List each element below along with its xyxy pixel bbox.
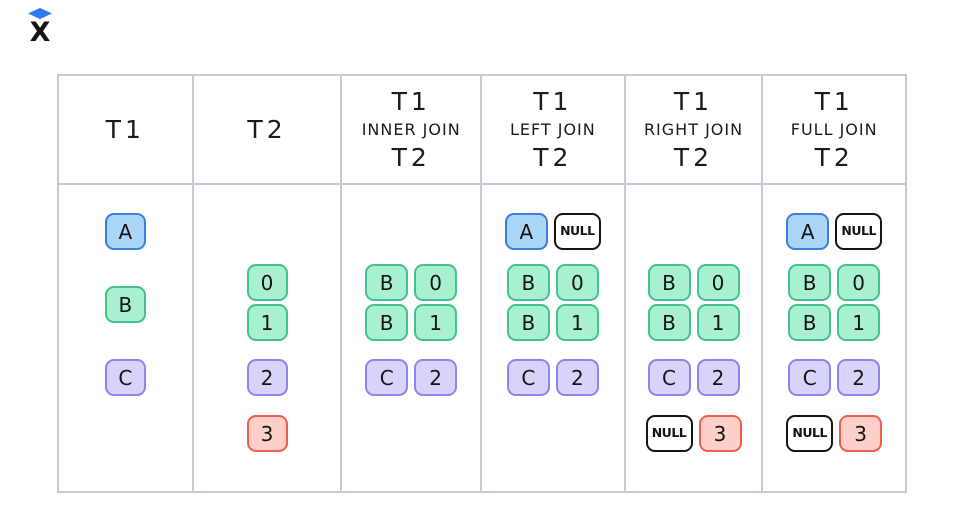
cell-0: 0 xyxy=(555,264,599,301)
value-row: C xyxy=(59,359,192,396)
cell-0: 0 xyxy=(696,264,740,301)
cell-1: 1 xyxy=(246,304,288,341)
excalidraw-logo[interactable]: X xyxy=(25,8,55,54)
cell-a: A xyxy=(104,213,146,250)
cell-a: A xyxy=(504,213,548,250)
header-line: T1 xyxy=(105,114,145,144)
cell-1: 1 xyxy=(414,304,458,341)
header-line: INNER JOIN xyxy=(361,119,461,139)
cell-b: B xyxy=(788,304,832,341)
cell-b: B xyxy=(506,304,550,341)
cell-b: B xyxy=(647,264,691,301)
cell-null: NULL xyxy=(835,213,883,250)
cell-b: B xyxy=(365,264,409,301)
logo-diamond-icon xyxy=(28,8,52,19)
value-row: 0 xyxy=(194,264,341,301)
header-line: T2 xyxy=(533,142,573,172)
cell-2: 2 xyxy=(696,359,740,396)
cell-2: 2 xyxy=(414,359,458,396)
cell-3: 3 xyxy=(698,415,742,452)
cell-null: NULL xyxy=(786,415,834,452)
header-line: T2 xyxy=(247,114,287,144)
cell-null: NULL xyxy=(553,213,601,250)
cell-c: C xyxy=(506,359,550,396)
value-row: B xyxy=(59,286,192,323)
cell-null: NULL xyxy=(645,415,693,452)
cell-c: C xyxy=(104,359,146,396)
header-line: RIGHT JOIN xyxy=(643,119,744,139)
value-row: 2 xyxy=(194,359,341,396)
header-line: T2 xyxy=(391,142,431,172)
cell-1: 1 xyxy=(555,304,599,341)
header-line: T1 xyxy=(673,86,714,116)
column-header-t2: T2 xyxy=(193,76,341,185)
cell-1: 1 xyxy=(837,304,881,341)
cell-b: B xyxy=(104,286,146,323)
cell-2: 2 xyxy=(837,359,881,396)
header-line: LEFT JOIN xyxy=(509,119,596,139)
header-line: T1 xyxy=(391,86,431,116)
cell-3: 3 xyxy=(246,415,288,452)
cell-c: C xyxy=(365,359,409,396)
cell-2: 2 xyxy=(246,359,288,396)
cell-b: B xyxy=(788,264,832,301)
cell-c: C xyxy=(788,359,832,396)
value-row: A xyxy=(59,213,192,250)
cell-0: 0 xyxy=(246,264,288,301)
cell-1: 1 xyxy=(696,304,740,341)
cell-b: B xyxy=(647,304,691,341)
cell-3: 3 xyxy=(839,415,883,452)
cell-0: 0 xyxy=(414,264,458,301)
header-line: T2 xyxy=(814,142,854,172)
value-row: 3 xyxy=(194,415,341,452)
header-line: T2 xyxy=(673,142,714,172)
cell-0: 0 xyxy=(837,264,881,301)
cell-b: B xyxy=(506,264,550,301)
cell-a: A xyxy=(786,213,830,250)
value-row: 1 xyxy=(194,304,341,341)
logo-letter: X xyxy=(29,17,51,48)
header-line: T1 xyxy=(814,86,854,116)
column-header-t1: T1 xyxy=(59,76,192,185)
cell-b: B xyxy=(365,304,409,341)
cell-2: 2 xyxy=(555,359,599,396)
header-line: FULL JOIN xyxy=(790,119,878,139)
cell-c: C xyxy=(647,359,691,396)
header-line: T1 xyxy=(533,86,573,116)
